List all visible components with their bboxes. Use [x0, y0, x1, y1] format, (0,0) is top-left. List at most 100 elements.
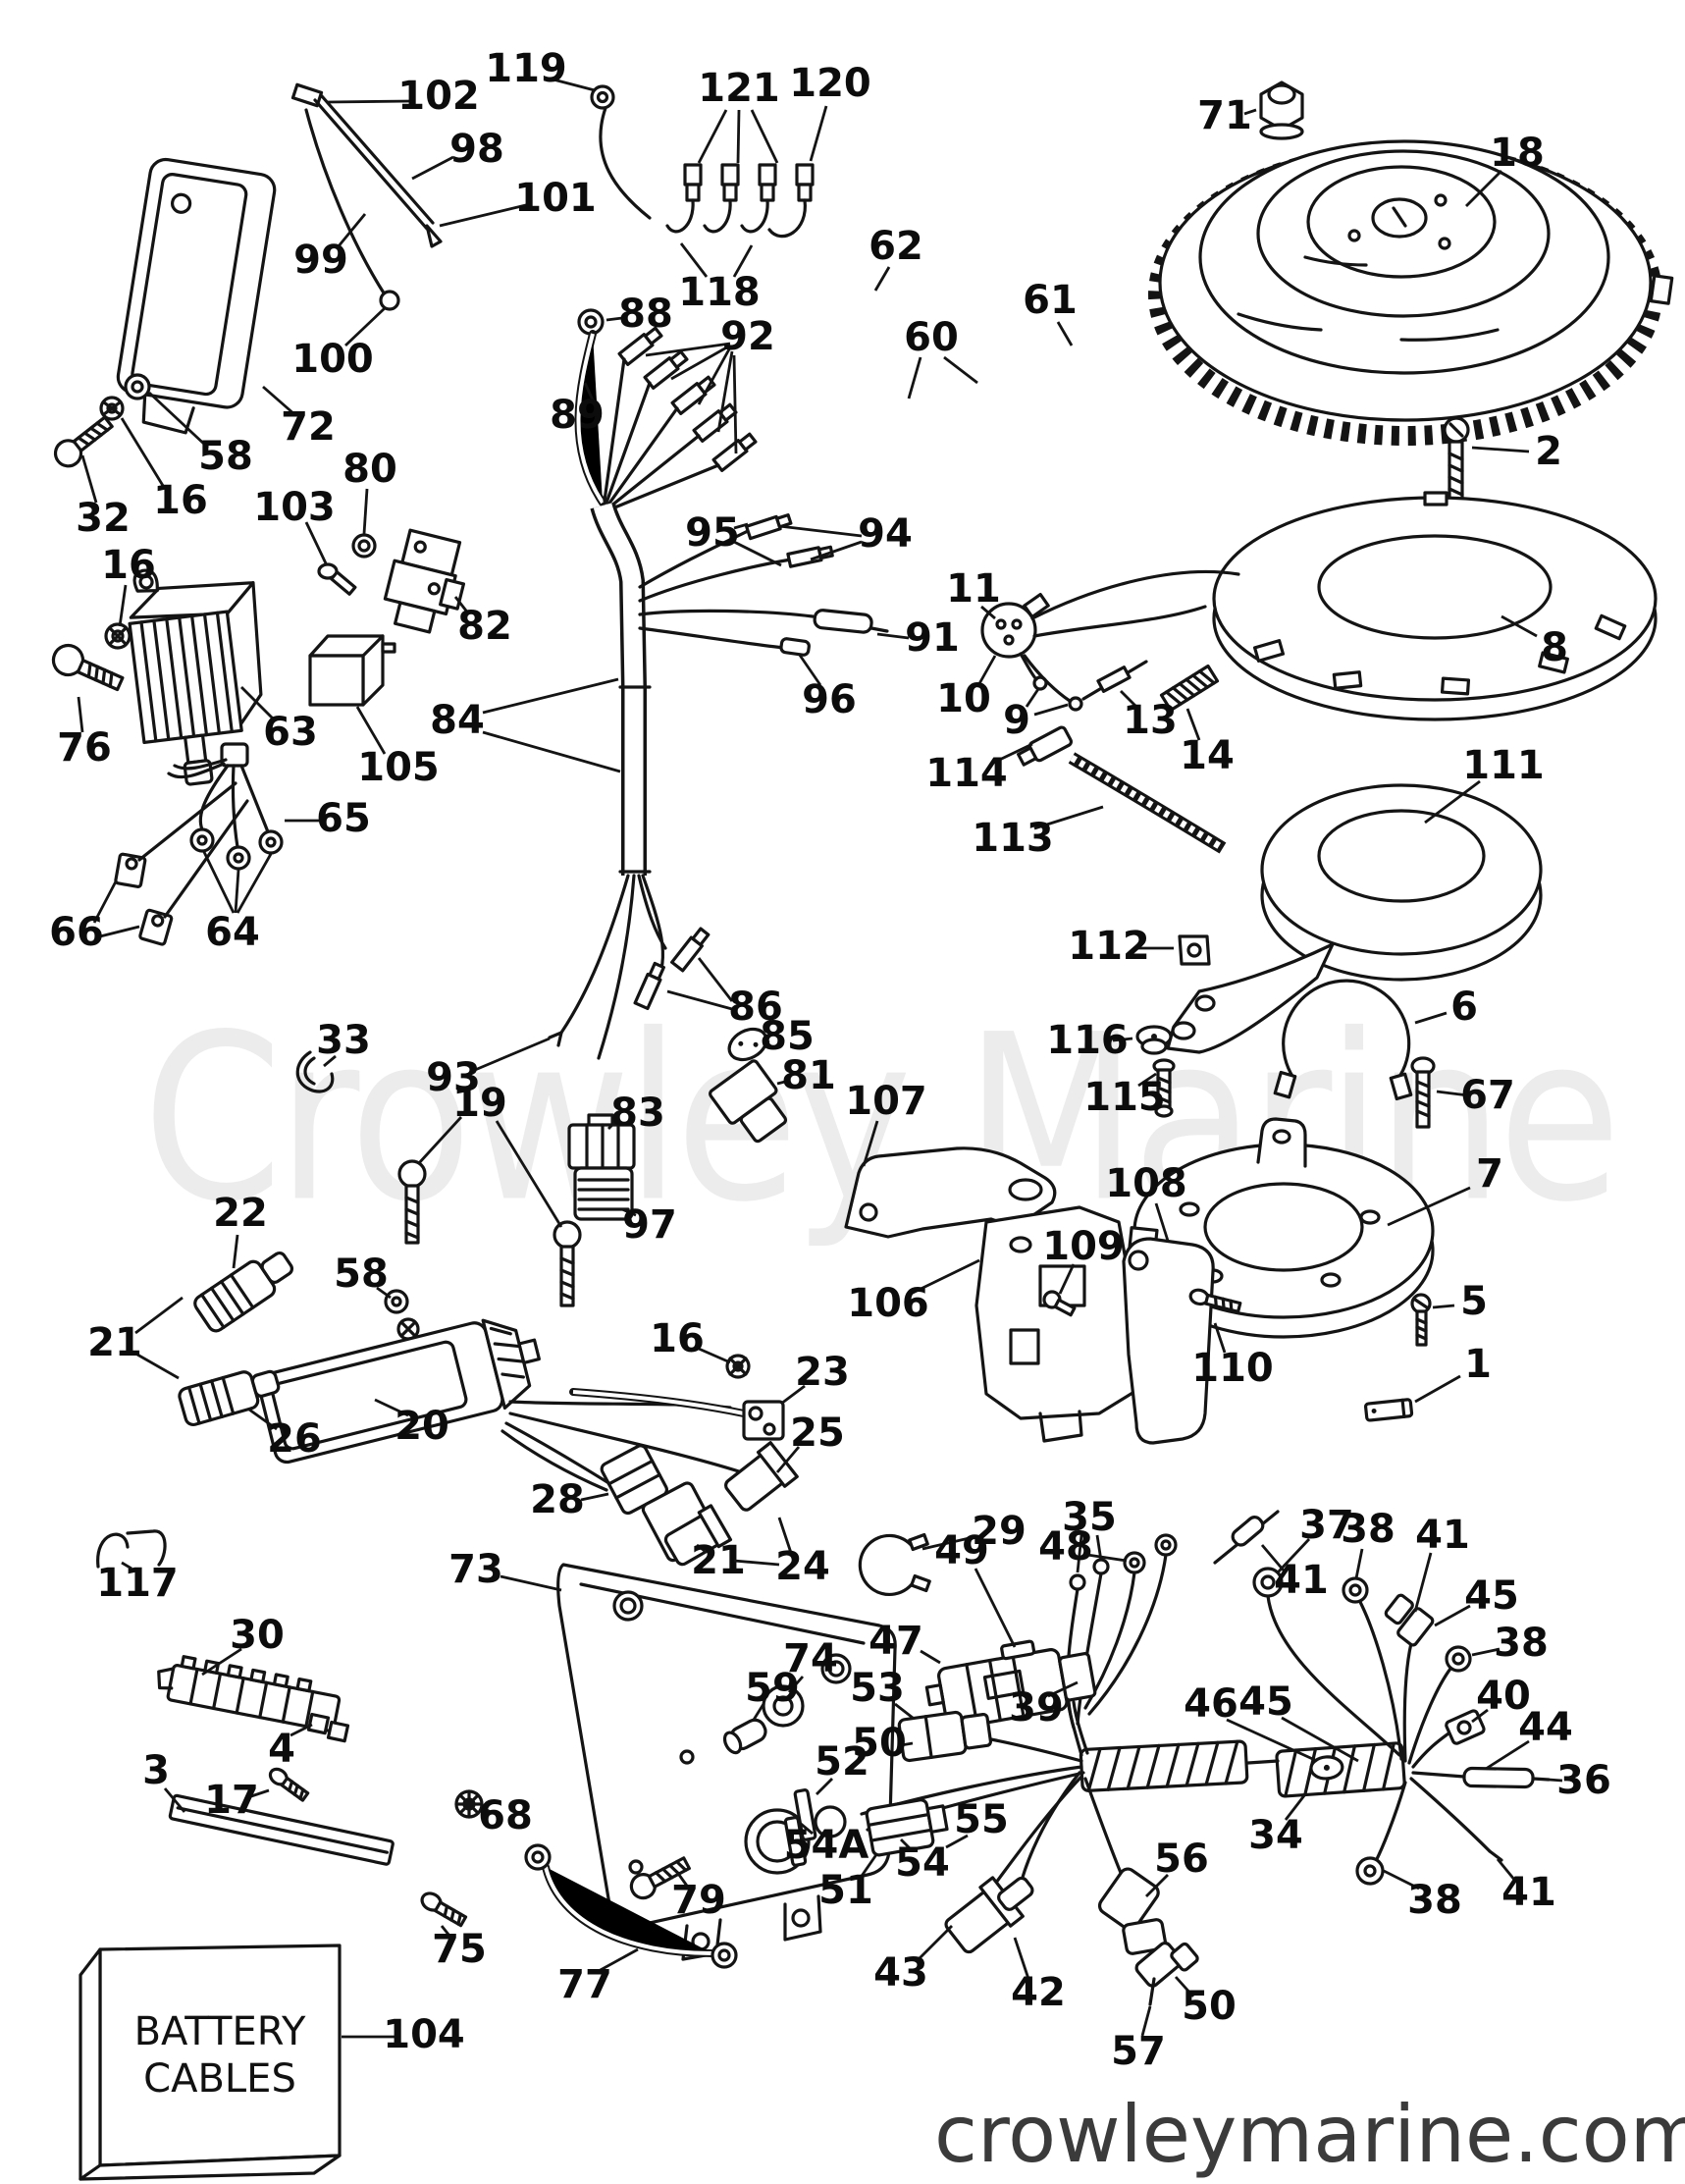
callout-leader-1	[1414, 1374, 1461, 1404]
callout-115: 115	[1083, 1075, 1166, 1120]
callout-58: 58	[198, 434, 253, 479]
rectifier-part	[383, 528, 466, 634]
callout-leader-9	[1033, 703, 1069, 717]
callout-leader-120	[809, 105, 828, 162]
callout-119: 119	[485, 46, 567, 91]
callout-leader-60	[943, 355, 978, 385]
callout-11: 11	[946, 566, 1001, 612]
callout-leader-51	[858, 1852, 879, 1880]
ring-terminal-wire-part	[574, 308, 606, 506]
terminal-fan-part	[603, 326, 758, 510]
callout-6: 6	[1450, 985, 1478, 1030]
callout-leader-35	[1076, 1534, 1083, 1573]
callout-8: 8	[1541, 625, 1568, 670]
callout-leader-24	[733, 1559, 780, 1567]
callout-leader-37	[1276, 1538, 1311, 1573]
callout-leader-33	[323, 1054, 337, 1068]
callout-leader-20	[374, 1398, 409, 1417]
callout-94: 94	[858, 511, 913, 557]
battery-box-line2: CABLES	[143, 2056, 296, 2102]
callout-leader-96	[797, 653, 822, 686]
callout-leader-84	[482, 677, 619, 715]
callout-67: 67	[1460, 1073, 1515, 1118]
callout-leader-92	[732, 354, 738, 454]
callout-leader-79	[677, 1874, 691, 1890]
callout-leader-26	[248, 1408, 278, 1431]
callout-leader-114	[990, 742, 1033, 766]
boot-21-part	[663, 1504, 733, 1567]
callout-17: 17	[204, 1778, 259, 1823]
fuse-holder-part	[709, 1059, 788, 1144]
callout-82: 82	[457, 604, 512, 649]
callout-leader-95	[733, 540, 782, 567]
callout-leader-117	[121, 1561, 132, 1571]
callout-16: 16	[101, 543, 156, 588]
regulator-bolt-part	[51, 643, 125, 692]
callout-leader-38	[1471, 1647, 1501, 1657]
callout-22: 22	[213, 1191, 268, 1236]
callout-leader-89	[583, 382, 597, 405]
callout-leader-55	[945, 1834, 969, 1849]
strip-screw-part	[268, 1767, 310, 1802]
callout-33: 33	[316, 1018, 371, 1063]
callout-leader-111	[1424, 779, 1481, 825]
callout-111: 111	[1462, 743, 1545, 788]
callout-18: 18	[1490, 131, 1545, 176]
callout-77: 77	[557, 1962, 612, 2007]
callout-54: 54	[895, 1840, 950, 1886]
callout-107: 107	[845, 1079, 927, 1124]
callout-114: 114	[925, 751, 1008, 796]
callout-53: 53	[850, 1666, 905, 1711]
callout-98: 98	[449, 127, 504, 172]
boot-25-part	[724, 1441, 799, 1512]
screw-109-part	[1042, 1290, 1077, 1317]
callout-66: 66	[49, 910, 104, 955]
callout-leader-99	[336, 213, 367, 248]
boot-56-part	[1097, 1867, 1168, 1955]
callout-leader-94	[810, 540, 863, 561]
callout-leader-2	[1471, 446, 1530, 453]
callout-97: 97	[622, 1202, 677, 1248]
screw-110-part	[1188, 1288, 1242, 1313]
callout-26: 26	[267, 1416, 322, 1462]
callout-68: 68	[478, 1793, 533, 1838]
callout-25: 25	[790, 1411, 845, 1456]
callout-leader-17	[250, 1788, 270, 1798]
callout-leader-110	[1213, 1322, 1227, 1354]
callout-73: 73	[448, 1547, 503, 1592]
ground-wire-part	[524, 1843, 738, 1969]
callout-36: 36	[1556, 1758, 1611, 1803]
callout-116: 116	[1046, 1018, 1129, 1063]
callout-leader-84	[482, 730, 621, 773]
coil-screw-part	[1410, 1056, 1436, 1129]
callout-leader-103	[304, 521, 328, 564]
callout-leader-74	[787, 1676, 805, 1693]
power-pack-part	[116, 157, 277, 435]
callout-103: 103	[253, 485, 336, 530]
callout-16: 16	[650, 1316, 705, 1361]
callout-leader-50	[900, 1741, 914, 1747]
callout-leader-60	[907, 356, 922, 400]
callout-leader-91	[876, 632, 910, 640]
callout-leader-75	[440, 1925, 451, 1937]
callout-75: 75	[432, 1927, 487, 1972]
callout-leader-66	[99, 925, 140, 938]
callout-85: 85	[760, 1014, 815, 1059]
callout-5: 5	[1460, 1279, 1488, 1324]
callout-72: 72	[281, 404, 336, 450]
callout-leader-6	[1414, 1011, 1448, 1025]
callout-leader-39	[1047, 1680, 1079, 1698]
callout-leader-10	[975, 655, 997, 688]
callout-leader-46	[1226, 1718, 1318, 1763]
cd-unit-part	[257, 1318, 744, 1529]
stator-part	[1212, 491, 1658, 721]
battery-cables-box: BATTERY CABLES	[79, 1944, 342, 2181]
callout-leader-64	[234, 869, 240, 914]
callout-leader-92	[716, 350, 734, 433]
callout-43: 43	[873, 1950, 928, 1996]
callout-37: 37	[1299, 1503, 1354, 1548]
callout-leader-92	[697, 346, 732, 405]
callout-leader-42	[1013, 1937, 1030, 1980]
callout-42: 42	[1011, 1970, 1066, 2015]
